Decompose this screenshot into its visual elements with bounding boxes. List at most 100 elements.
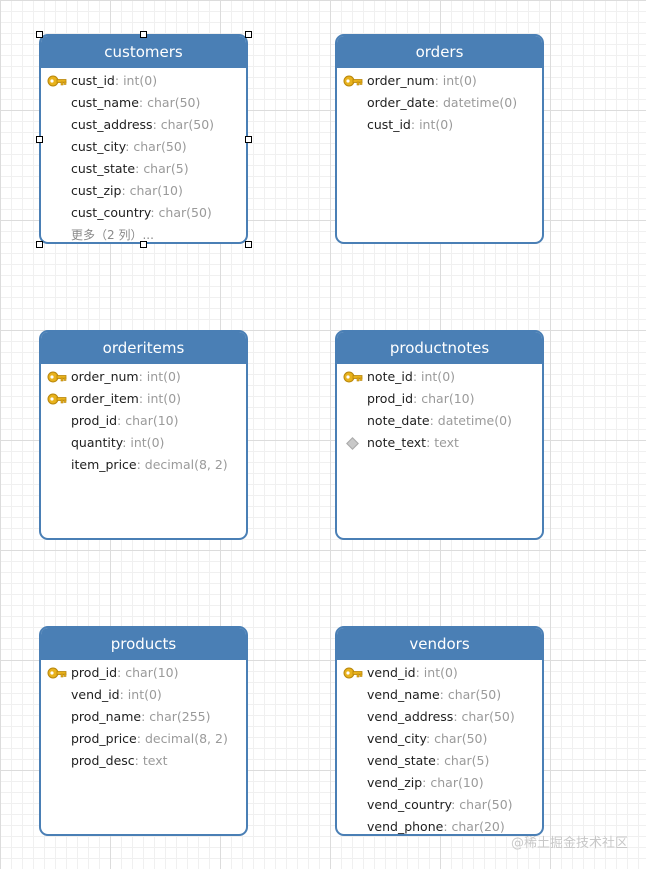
field-name: vend_name: [367, 687, 440, 702]
field-row[interactable]: prod_id: char(10): [337, 388, 542, 410]
field-row[interactable]: note_id: int(0): [337, 366, 542, 388]
field-separator: :: [117, 665, 126, 680]
field-separator: :: [415, 665, 424, 680]
field-type: char(50): [147, 95, 201, 110]
primary-key-icon: [47, 391, 67, 407]
field-separator: :: [125, 139, 134, 154]
field-row[interactable]: cust_name: char(50): [41, 92, 246, 114]
field-name: vend_state: [367, 753, 436, 768]
field-row[interactable]: prod_id: char(10): [41, 662, 246, 684]
field-type: char(10): [430, 775, 484, 790]
field-row[interactable]: cust_country: char(50): [41, 202, 246, 224]
field-row[interactable]: vend_phone: char(20): [337, 816, 542, 834]
field-type: datetime(0): [442, 95, 518, 110]
field-row[interactable]: note_date: datetime(0): [337, 410, 542, 432]
field-name: cust_state: [71, 161, 136, 176]
field-row[interactable]: cust_id: int(0): [41, 70, 246, 92]
field-row[interactable]: vend_id: int(0): [337, 662, 542, 684]
resize-handle[interactable]: [35, 135, 43, 143]
field-separator: :: [138, 369, 147, 384]
field-list: order_num: int(0)order_date: datetime(0)…: [337, 68, 542, 136]
field-row[interactable]: order_num: int(0): [41, 366, 246, 388]
field-name: item_price: [71, 457, 137, 472]
resize-handle[interactable]: [244, 30, 252, 38]
field-type: text: [142, 753, 168, 768]
field-row[interactable]: cust_address: char(50): [41, 114, 246, 136]
field-row[interactable]: order_date: datetime(0): [337, 92, 542, 114]
field-list: prod_id: char(10)vend_id: int(0)prod_nam…: [41, 660, 246, 772]
field-separator: :: [435, 753, 445, 768]
field-row[interactable]: note_text: text: [337, 432, 542, 454]
field-row[interactable]: prod_id: char(10): [41, 410, 246, 432]
primary-key-icon: [47, 369, 67, 385]
field-name: vend_zip: [367, 775, 423, 790]
field-row[interactable]: order_num: int(0): [337, 70, 542, 92]
resize-handle[interactable]: [244, 135, 252, 143]
field-separator: :: [453, 709, 462, 724]
field-type: decimal(8, 2): [144, 731, 228, 746]
field-list: note_id: int(0)prod_id: char(10)note_dat…: [337, 364, 542, 454]
field-type: int(0): [123, 73, 158, 88]
field-separator: :: [413, 391, 422, 406]
resize-handle[interactable]: [35, 30, 43, 38]
field-type: char(5): [143, 161, 189, 176]
primary-key-icon: [343, 665, 363, 681]
field-row[interactable]: cust_zip: char(10): [41, 180, 246, 202]
field-type: char(10): [129, 183, 183, 198]
field-separator: :: [121, 183, 130, 198]
field-row[interactable]: quantity: int(0): [41, 432, 246, 454]
field-list: cust_id: int(0)cust_name: char(50)cust_a…: [41, 68, 246, 242]
field-type: char(20): [451, 819, 505, 834]
field-row[interactable]: vend_address: char(50): [337, 706, 542, 728]
field-separator: :: [412, 369, 422, 384]
field-separator: :: [136, 731, 145, 746]
field-row[interactable]: prod_price: decimal(8, 2): [41, 728, 246, 750]
field-type: char(50): [133, 139, 187, 154]
field-row[interactable]: vend_city: char(50): [337, 728, 542, 750]
field-row[interactable]: cust_id: int(0): [337, 114, 542, 136]
entity-title: orders: [337, 36, 542, 68]
resize-handle[interactable]: [140, 30, 147, 38]
field-separator: :: [426, 435, 435, 450]
field-row[interactable]: vend_id: int(0): [41, 684, 246, 706]
field-row[interactable]: vend_name: char(50): [337, 684, 542, 706]
field-separator: :: [152, 117, 161, 132]
field-separator: :: [150, 205, 159, 220]
field-type: char(50): [158, 205, 212, 220]
more-columns-link[interactable]: 更多（2 列）...: [71, 228, 154, 242]
field-type: int(0): [421, 369, 456, 384]
field-type: char(50): [160, 117, 215, 132]
field-name: order_num: [367, 73, 435, 88]
field-row[interactable]: item_price: decimal(8, 2): [41, 454, 246, 476]
resize-handle[interactable]: [244, 240, 252, 248]
watermark: @稀土掘金技术社区: [510, 836, 628, 851]
field-separator: :: [434, 95, 443, 110]
field-type: int(0): [127, 687, 162, 702]
field-separator: :: [117, 413, 126, 428]
field-name: cust_zip: [71, 183, 122, 198]
resize-handle[interactable]: [35, 240, 43, 248]
field-row[interactable]: vend_country: char(50): [337, 794, 542, 816]
field-separator: :: [141, 709, 150, 724]
field-row[interactable]: cust_city: char(50): [41, 136, 246, 158]
field-name: prod_name: [71, 709, 142, 724]
field-row[interactable]: prod_desc: text: [41, 750, 246, 772]
field-name: vend_country: [367, 797, 452, 812]
field-separator: :: [443, 819, 452, 834]
field-row[interactable]: order_item: int(0): [41, 388, 246, 410]
field-row[interactable]: vend_state: char(5): [337, 750, 542, 772]
resize-handle[interactable]: [140, 240, 147, 248]
field-name: vend_phone: [367, 819, 444, 834]
field-row[interactable]: vend_zip: char(10): [337, 772, 542, 794]
field-row[interactable]: cust_state: char(5): [41, 158, 246, 180]
field-separator: :: [410, 117, 420, 132]
field-name: vend_city: [367, 731, 426, 746]
field-row[interactable]: prod_name: char(255): [41, 706, 246, 728]
